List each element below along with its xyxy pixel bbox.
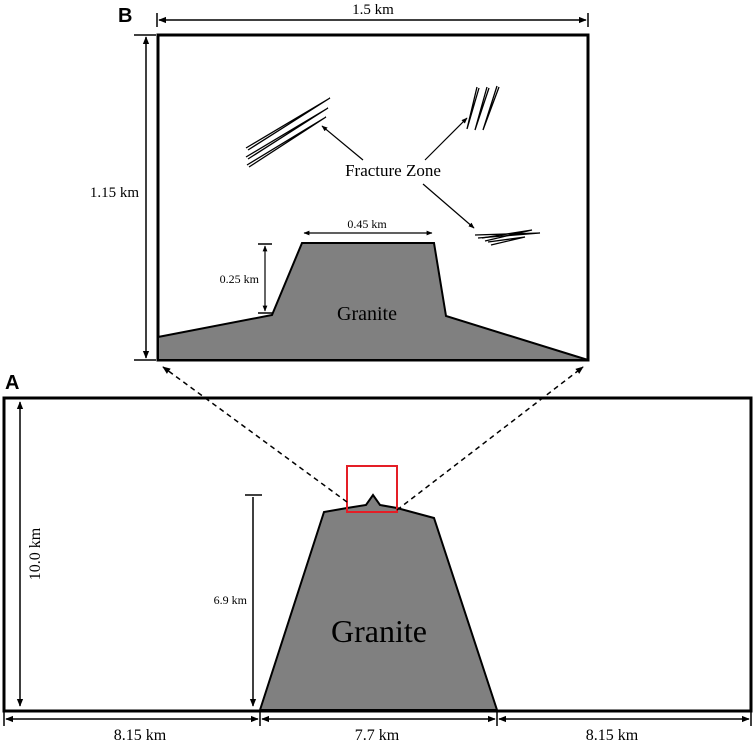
fracture-zone-label: Fracture Zone xyxy=(345,161,441,180)
panel-a-height-label: 10.0 km xyxy=(27,527,44,580)
panel-b-height-dimension: 1.15 km xyxy=(90,34,156,361)
panel-a: A Granite 10.0 km 6.9 km xyxy=(2,366,753,744)
panel-a-granite-body xyxy=(258,493,499,711)
panel-b: B 1.5 km 1.15 km Granite 0.45 km xyxy=(90,2,590,362)
panel-b-letter: B xyxy=(118,5,132,27)
fracture-zone-left xyxy=(245,97,331,168)
fracture-zone-pointers xyxy=(321,117,475,229)
panel-a-right-width-label: 8.15 km xyxy=(586,727,639,744)
fracture-zone-right-lower xyxy=(474,229,541,246)
panel-a-left-width-label: 8.15 km xyxy=(114,727,167,744)
panel-a-letter: A xyxy=(5,372,19,394)
fracture-zone-right-upper xyxy=(466,85,500,131)
panel-b-top-width-label: 0.45 km xyxy=(347,217,387,231)
panel-b-granite-body xyxy=(157,242,589,361)
zoom-region-box xyxy=(346,465,398,513)
panel-b-width-label: 1.5 km xyxy=(352,2,394,18)
panel-a-height-dimension: 10.0 km xyxy=(16,401,44,707)
panel-a-granite-height-label: 6.9 km xyxy=(214,593,248,607)
zoom-connector-lines xyxy=(162,366,584,511)
panel-b-top-height-label: 0.25 km xyxy=(220,272,260,286)
panel-b-top-width-dimension: 0.45 km xyxy=(303,217,433,236)
panel-a-width-dimensions: 8.15 km 7.7 km 8.15 km xyxy=(3,712,752,744)
panel-b-height-label: 1.15 km xyxy=(90,185,140,201)
panel-a-granite-label: Granite xyxy=(331,613,427,649)
panel-a-middle-width-label: 7.7 km xyxy=(355,727,400,744)
panel-b-top-height-dimension: 0.25 km xyxy=(220,243,272,314)
panel-a-granite-height-dimension: 6.9 km xyxy=(214,494,262,707)
panel-b-width-dimension: 1.5 km xyxy=(156,2,589,27)
panel-b-granite-label: Granite xyxy=(337,303,397,325)
